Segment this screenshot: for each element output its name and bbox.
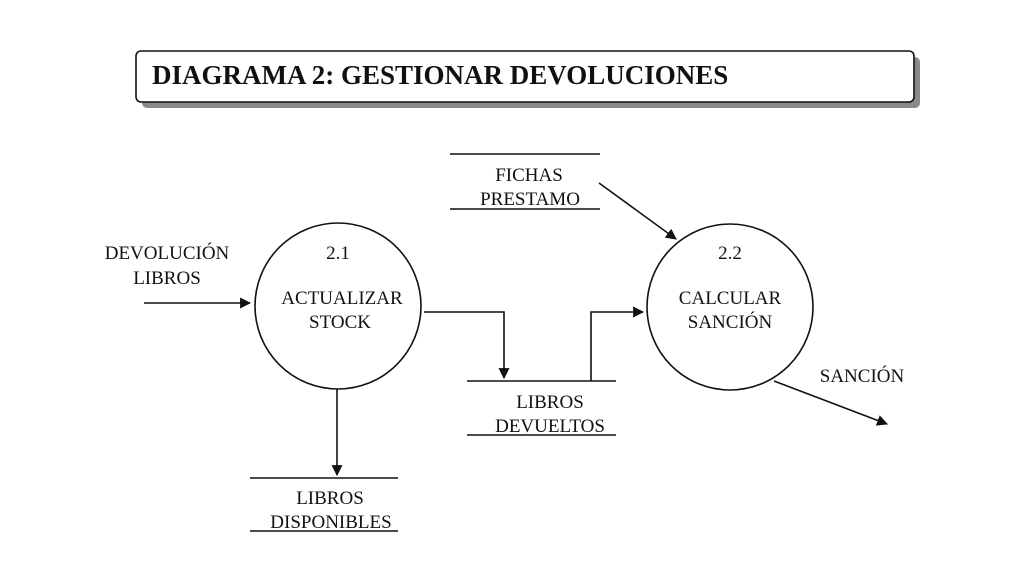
data-store-fichas-line2: PRESTAMO [480,189,580,210]
flow-label-devolucion-line2: LIBROS [133,268,201,289]
flow-arrow-2-1-to-devueltos [424,311,510,380]
data-store-fichas-prestamo: FICHAS PRESTAMO [450,153,600,210]
diagram-title: DIAGRAMA 2: GESTIONAR DEVOLUCIONES [152,60,728,90]
process-2-1: 2.1 ACTUALIZAR STOCK [254,222,422,390]
process-2-2-circle [646,223,814,391]
flow-arrow-devueltos-to-2-2 [590,306,645,381]
process-2-2-label-line2: SANCIÓN [688,311,773,333]
data-store-devueltos-line2: DEVUELTOS [495,416,605,437]
title-box-frame [135,50,915,103]
data-store-libros-disponibles: LIBROS DISPONIBLES [250,477,398,533]
data-store-disponibles-line2: DISPONIBLES [270,512,391,533]
process-2-1-circle [254,222,422,390]
data-store-disponibles-line1: LIBROS [296,488,364,509]
flow-arrow-fichas-to-2-2 [598,182,677,240]
process-2-2-number: 2.2 [718,243,742,264]
process-2-1-label-line2: STOCK [309,312,371,333]
data-store-fichas-line1: FICHAS [495,165,563,186]
title-box: DIAGRAMA 2: GESTIONAR DEVOLUCIONES [135,50,920,108]
process-2-2-label-line1: CALCULAR [679,288,782,309]
process-2-1-label-line1: ACTUALIZAR [281,288,403,309]
flow-arrow-sancion-out [773,380,889,426]
process-2-2: 2.2 CALCULAR SANCIÓN [646,223,814,391]
flow-label-sancion: SANCIÓN [820,365,905,387]
process-2-1-number: 2.1 [326,243,350,264]
flow-label-devolucion-line1: DEVOLUCIÓN [105,242,230,264]
data-store-devueltos-line1: LIBROS [516,392,584,413]
data-store-libros-devueltos: LIBROS DEVUELTOS [467,380,616,437]
